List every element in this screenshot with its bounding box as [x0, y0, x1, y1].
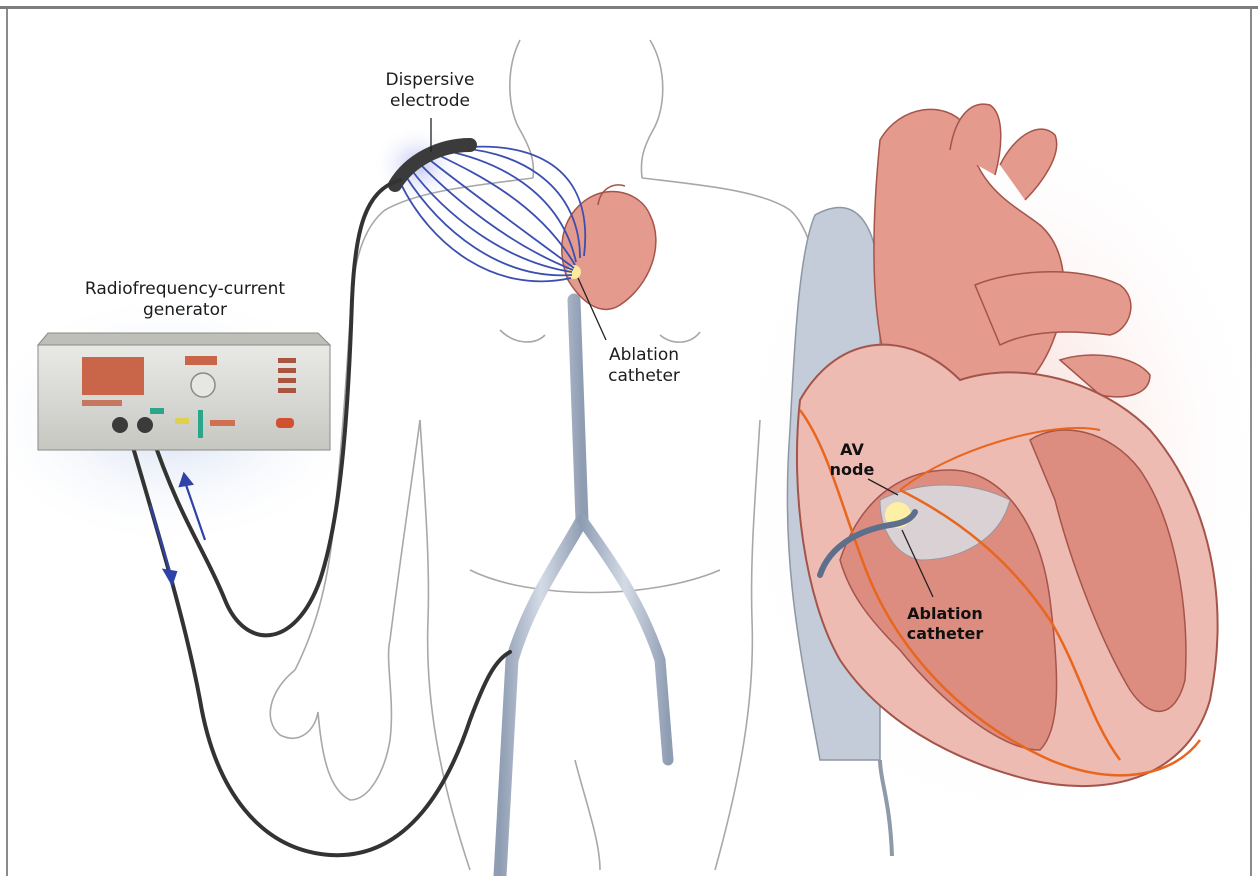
small-heart [562, 185, 656, 309]
label-line: Radiofrequency-current [65, 279, 305, 300]
label-line: AV [822, 440, 882, 460]
label-line: Dispersive [375, 70, 485, 91]
label-av-node: AV node [822, 440, 882, 480]
label-line: catheter [900, 624, 990, 644]
label-line: generator [65, 300, 305, 321]
generator-display [82, 357, 144, 395]
label-line: Ablation [900, 604, 990, 624]
generator-dial [191, 373, 215, 397]
rf-generator [38, 333, 330, 450]
label-ablation-catheter-body: Ablation catheter [594, 345, 694, 387]
label-line: electrode [375, 91, 485, 112]
label-rf-generator: Radiofrequency-current generator [65, 279, 305, 321]
label-ablation-catheter-heart: Ablation catheter [900, 604, 990, 644]
label-line: catheter [594, 366, 694, 387]
label-line: Ablation [594, 345, 694, 366]
label-line: node [822, 460, 882, 480]
label-dispersive-electrode: Dispersive electrode [375, 70, 485, 112]
